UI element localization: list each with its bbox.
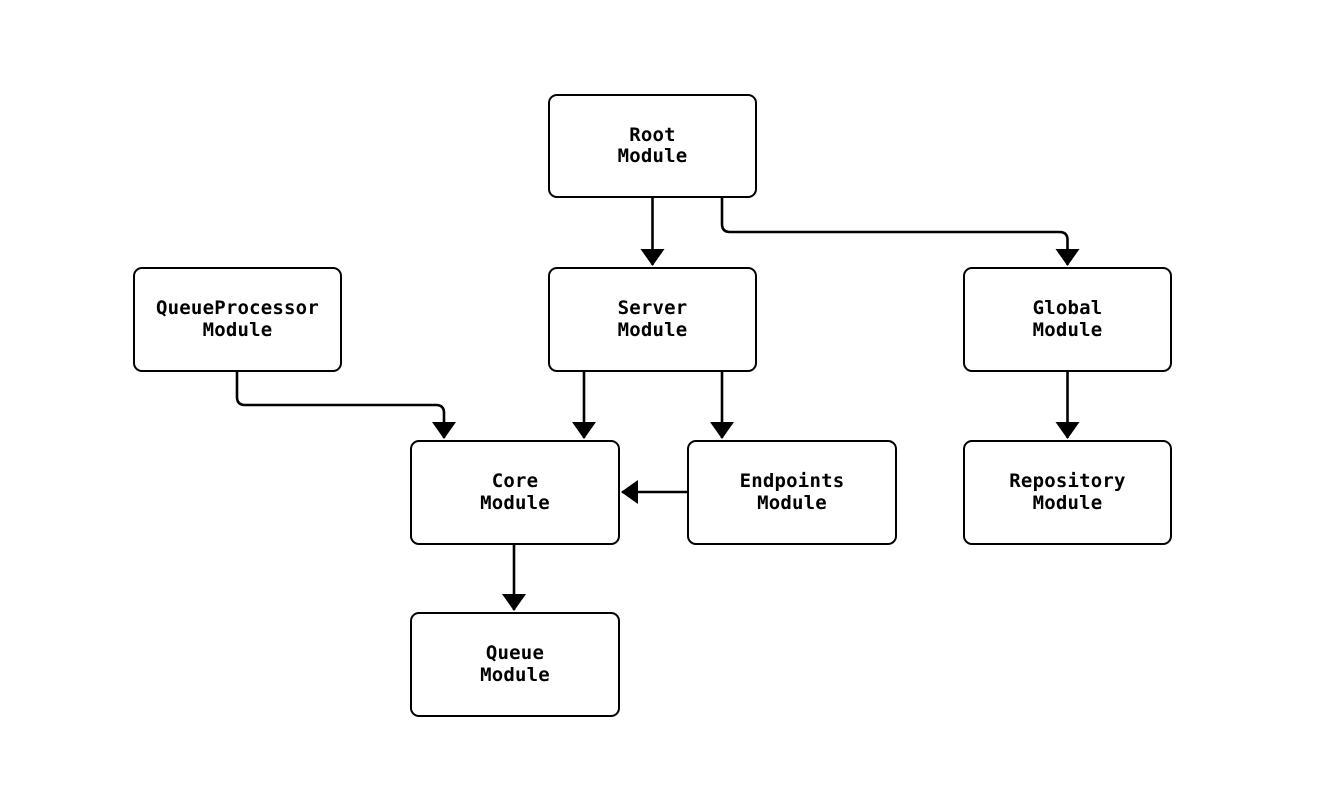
- edge-root-to-global: [720, 198, 1080, 266]
- node-endpoints-module-label: Endpoints Module: [739, 470, 845, 514]
- node-endpoints-module: Endpoints Module: [687, 440, 897, 545]
- node-repository-module-label: Repository Module: [1009, 470, 1126, 514]
- node-server-module-label: Server Module: [617, 297, 688, 341]
- node-core-module: Core Module: [410, 440, 620, 545]
- node-repository-module: Repository Module: [963, 440, 1172, 545]
- node-global-module-label: Global Module: [1032, 297, 1103, 341]
- edge-queueprocessor-to-core: [235, 372, 456, 439]
- node-root-module: Root Module: [548, 94, 757, 198]
- node-queueprocessor-module: QueueProcessor Module: [133, 267, 342, 372]
- node-global-module: Global Module: [963, 267, 1172, 372]
- node-queue-module: Queue Module: [410, 612, 620, 717]
- node-server-module: Server Module: [548, 267, 757, 372]
- node-queueprocessor-module-label: QueueProcessor Module: [156, 297, 319, 341]
- node-queue-module-label: Queue Module: [480, 642, 550, 686]
- node-core-module-label: Core Module: [480, 470, 550, 514]
- node-root-module-label: Root Module: [617, 123, 688, 167]
